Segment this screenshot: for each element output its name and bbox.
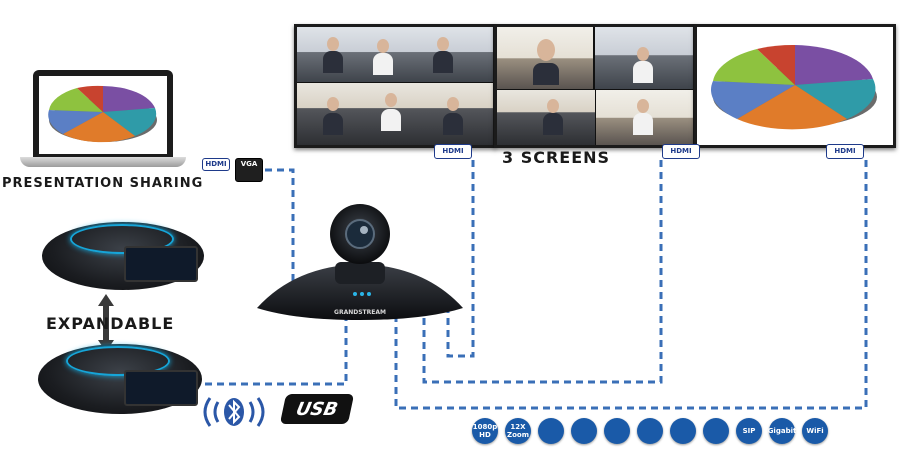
person-body [543,113,563,135]
person-head [637,99,649,113]
touch-screen-pad [124,246,198,282]
person-head [327,37,339,51]
speaker-cable [205,315,348,386]
laptop-base [20,157,186,167]
speaker-light-ring [70,224,174,254]
person-body [323,113,343,135]
laptop [33,70,173,157]
person-body [433,51,453,73]
network-icon [538,418,564,444]
person-head [377,39,389,53]
gigabit-icon: Gigabit [768,418,796,444]
meeting-icon [571,418,597,444]
person-body [533,63,559,85]
wifi-icon: WiFi [802,418,828,444]
zoom-icon: 12X Zoom [505,418,531,444]
sip-icon: SIP [736,418,762,444]
hdmi-port-screen-3: HDMI [826,144,864,159]
person-body [633,61,653,83]
pie-chart-graphic [711,44,877,130]
person-body [633,113,653,135]
hdmi-port-laptop: HDMI [202,158,230,171]
person-body [381,109,401,131]
hdmi-port-screen-1: HDMI [434,144,472,159]
vga-label: VGA [240,160,258,168]
person-head [385,93,397,107]
screen-middle [494,24,696,148]
vga-port: VGA [235,158,263,182]
usb-logo: USB [279,394,355,424]
conference-camera: GRANDSTREAM [257,204,463,320]
person-head [547,99,559,113]
presentation-sharing-label: PRESENTATION SHARING [2,176,204,191]
person-head [447,97,459,111]
monitor-icon [670,418,696,444]
touch-screen-pad [124,370,198,406]
grandstream-label: GRANDSTREAM [334,309,386,316]
person-body [373,53,393,75]
expandable-label: EXPANDABLE [46,314,175,333]
person-head [637,47,649,61]
usb-label: USB [294,398,340,420]
screen-left [294,24,496,148]
hdmi-cable-1 [446,160,475,358]
person-body [443,113,463,135]
laptop-display [39,76,167,154]
speaker-light-ring [66,346,170,376]
three-screens-label: 3 SCREENS [502,148,611,167]
person-head [327,97,339,111]
hdmi-cable-3 [394,160,868,410]
hdmi-cable-2 [422,160,663,384]
android-icon [703,418,729,444]
pie-chart-graphic [48,85,157,143]
camera-1080p-icon: 1080p HD [472,418,498,444]
presentation-icon [604,418,630,444]
video-camera-icon [637,418,663,444]
hdmi-port-screen-2: HDMI [662,144,700,159]
screen-right [694,24,896,148]
bluetooth-icon [203,397,265,427]
double-arrow-icon [98,294,114,352]
person-head [437,37,449,51]
person-body [323,51,343,73]
person-head [537,39,555,61]
